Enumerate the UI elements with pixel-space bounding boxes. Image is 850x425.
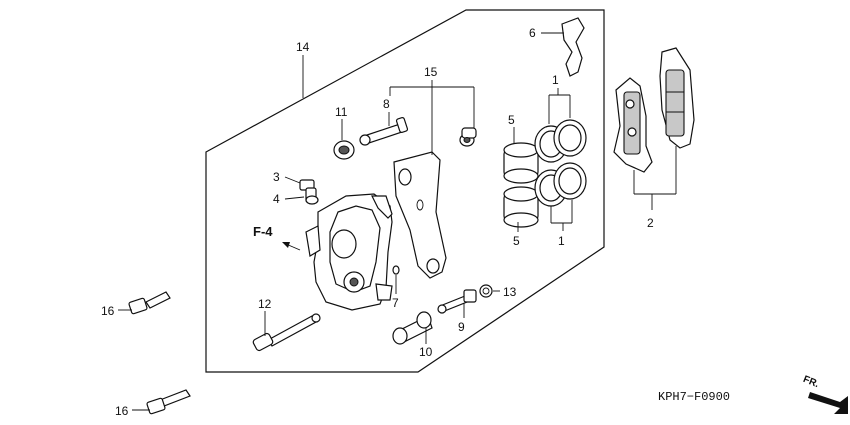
pad-spring bbox=[561, 17, 585, 77]
callout-8: 8 bbox=[383, 97, 390, 126]
callout-5-lower: 5 bbox=[513, 222, 520, 248]
piston-lower bbox=[503, 162, 587, 228]
pin-12 bbox=[252, 313, 321, 352]
callout-15: 15 bbox=[389, 65, 475, 155]
pin-bolt bbox=[359, 117, 409, 146]
callout-label-11: 11 bbox=[335, 105, 348, 119]
pin-boot bbox=[459, 127, 477, 147]
callout-label-2: 2 bbox=[647, 216, 654, 230]
callout-13: 13 bbox=[493, 285, 517, 299]
callout-label-6: 6 bbox=[529, 26, 536, 40]
diagram-code: KPH7−F0900 bbox=[658, 390, 730, 404]
callout-3: 3 bbox=[273, 170, 301, 184]
callout-4: 4 bbox=[273, 192, 305, 206]
boot-11 bbox=[333, 140, 355, 160]
callout-7: 7 bbox=[392, 275, 399, 310]
front-direction-arrow: FR. bbox=[801, 374, 848, 414]
callout-12: 12 bbox=[258, 297, 272, 336]
brake-pad-front bbox=[613, 77, 653, 173]
callout-label-14: 14 bbox=[296, 40, 310, 54]
callout-1-lower: 1 bbox=[550, 200, 573, 248]
callout-5-upper: 5 bbox=[508, 113, 515, 143]
callout-label-16-lower: 16 bbox=[115, 404, 129, 418]
callout-label-9: 9 bbox=[458, 320, 465, 334]
callout-14: 14 bbox=[296, 40, 310, 98]
caliper-bracket bbox=[393, 151, 447, 279]
callout-label-10: 10 bbox=[419, 345, 433, 359]
callout-9: 9 bbox=[458, 303, 465, 334]
callout-label-4: 4 bbox=[273, 192, 280, 206]
piston-upper bbox=[503, 119, 587, 184]
callout-label-12: 12 bbox=[258, 297, 272, 311]
seal-7 bbox=[392, 265, 400, 275]
callout-label-16-upper: 16 bbox=[101, 304, 115, 318]
reference-label: F-4 bbox=[253, 224, 273, 239]
brake-pad-rear bbox=[659, 47, 695, 149]
callout-label-3: 3 bbox=[273, 170, 280, 184]
callout-10: 10 bbox=[419, 328, 433, 359]
callout-label-13: 13 bbox=[503, 285, 517, 299]
callout-label-5-upper: 5 bbox=[508, 113, 515, 127]
callout-label-1-lower: 1 bbox=[558, 234, 565, 248]
callout-11: 11 bbox=[335, 105, 348, 140]
bolt-16-lower bbox=[146, 389, 191, 415]
bolt-16-upper bbox=[128, 291, 171, 315]
callout-label-15: 15 bbox=[424, 65, 438, 79]
callout-label-5-lower: 5 bbox=[513, 234, 520, 248]
caliper-body bbox=[305, 193, 393, 311]
callout-1-upper: 1 bbox=[548, 73, 571, 124]
reference-f4: F-4 bbox=[253, 224, 301, 251]
pin-10 bbox=[392, 311, 433, 345]
bolt-9 bbox=[437, 289, 477, 314]
washer-13 bbox=[479, 284, 493, 298]
assembly-boundary bbox=[205, 9, 605, 373]
direction-label: FR. bbox=[801, 374, 820, 390]
callout-16-lower: 16 bbox=[115, 404, 150, 418]
callout-label-7: 7 bbox=[392, 296, 399, 310]
callout-2: 2 bbox=[633, 146, 677, 230]
callout-label-1-upper: 1 bbox=[552, 73, 559, 87]
callout-label-8: 8 bbox=[383, 97, 390, 111]
callout-6: 6 bbox=[529, 26, 564, 40]
bleeder-valve bbox=[299, 179, 319, 205]
callout-16-upper: 16 bbox=[101, 304, 132, 318]
